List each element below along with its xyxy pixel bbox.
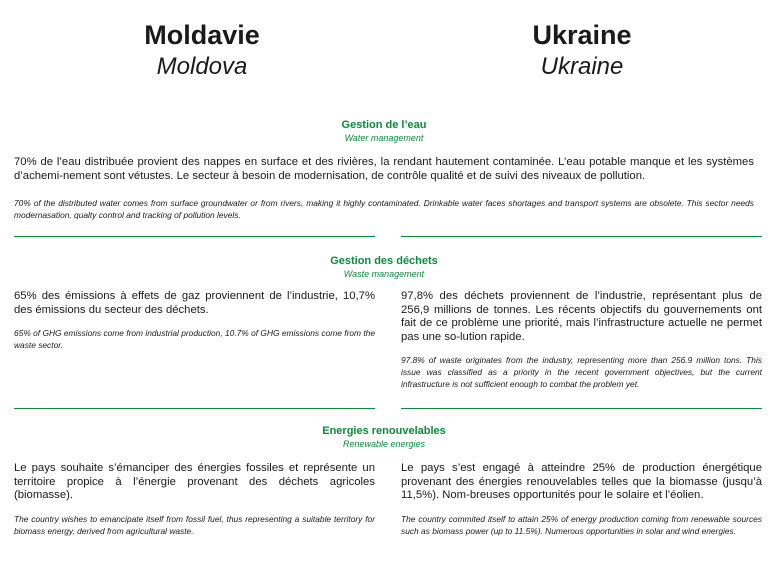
- divider-left: [14, 408, 375, 409]
- divider-right: [401, 236, 762, 237]
- country-header-ukraine: Ukraine Ukraine: [432, 20, 732, 82]
- paragraph-fr: Le pays souhaite s’émanciper des énergie…: [14, 462, 375, 502]
- paragraph-energy-ukraine: Le pays s’est engagé à atteindre 25% de …: [401, 462, 762, 537]
- country-header-moldova: Moldavie Moldova: [52, 20, 352, 82]
- divider-left: [14, 236, 375, 237]
- paragraph-en: 65% of GHG emissions come from industria…: [14, 328, 375, 351]
- divider-right: [401, 408, 762, 409]
- country-name-en: Moldova: [156, 53, 248, 80]
- paragraph-energy-moldova: Le pays souhaite s’émanciper des énergie…: [14, 462, 375, 537]
- paragraph-en: The country wishes to emancipate itself …: [14, 513, 375, 536]
- section-title-fr: Gestion de l’eau: [341, 119, 427, 131]
- paragraph-fr: 70% de l’eau distribuée provient des nap…: [14, 156, 754, 182]
- country-name-fr: Ukraine: [532, 20, 632, 50]
- paragraph-waste-ukraine: 97,8% des déchets proviennent de l’indus…: [401, 290, 762, 390]
- section-title-en: Renewable energies: [342, 439, 426, 449]
- paragraph-fr: 65% des émissions à effets de gaz provie…: [14, 290, 375, 316]
- section-title-en: Water management: [344, 133, 424, 143]
- paragraph-fr: 97,8% des déchets proviennent de l’indus…: [401, 290, 762, 343]
- paragraph-water: 70% de l’eau distribuée provient des nap…: [14, 156, 754, 221]
- section-title-fr: Gestion des déchets: [330, 255, 438, 267]
- paragraph-en: 97.8% of waste originates from the indus…: [401, 355, 762, 390]
- section-heading-water: Gestion de l’eau Water management: [0, 118, 768, 144]
- paragraph-en: 70% of the distributed water comes from …: [14, 198, 754, 221]
- section-title-fr: Energies renouvelables: [322, 425, 446, 437]
- paragraph-fr: Le pays s’est engagé à atteindre 25% de …: [401, 462, 762, 502]
- section-heading-waste: Gestion des déchets Waste management: [0, 254, 768, 280]
- country-name-en: Ukraine: [540, 53, 624, 80]
- section-heading-energy: Energies renouvelables Renewable energie…: [0, 424, 768, 450]
- paragraph-waste-moldova: 65% des émissions à effets de gaz provie…: [14, 290, 375, 351]
- paragraph-en: The country commited itself to attain 25…: [401, 513, 762, 536]
- country-name-fr: Moldavie: [144, 20, 260, 50]
- section-title-en: Waste management: [343, 269, 425, 279]
